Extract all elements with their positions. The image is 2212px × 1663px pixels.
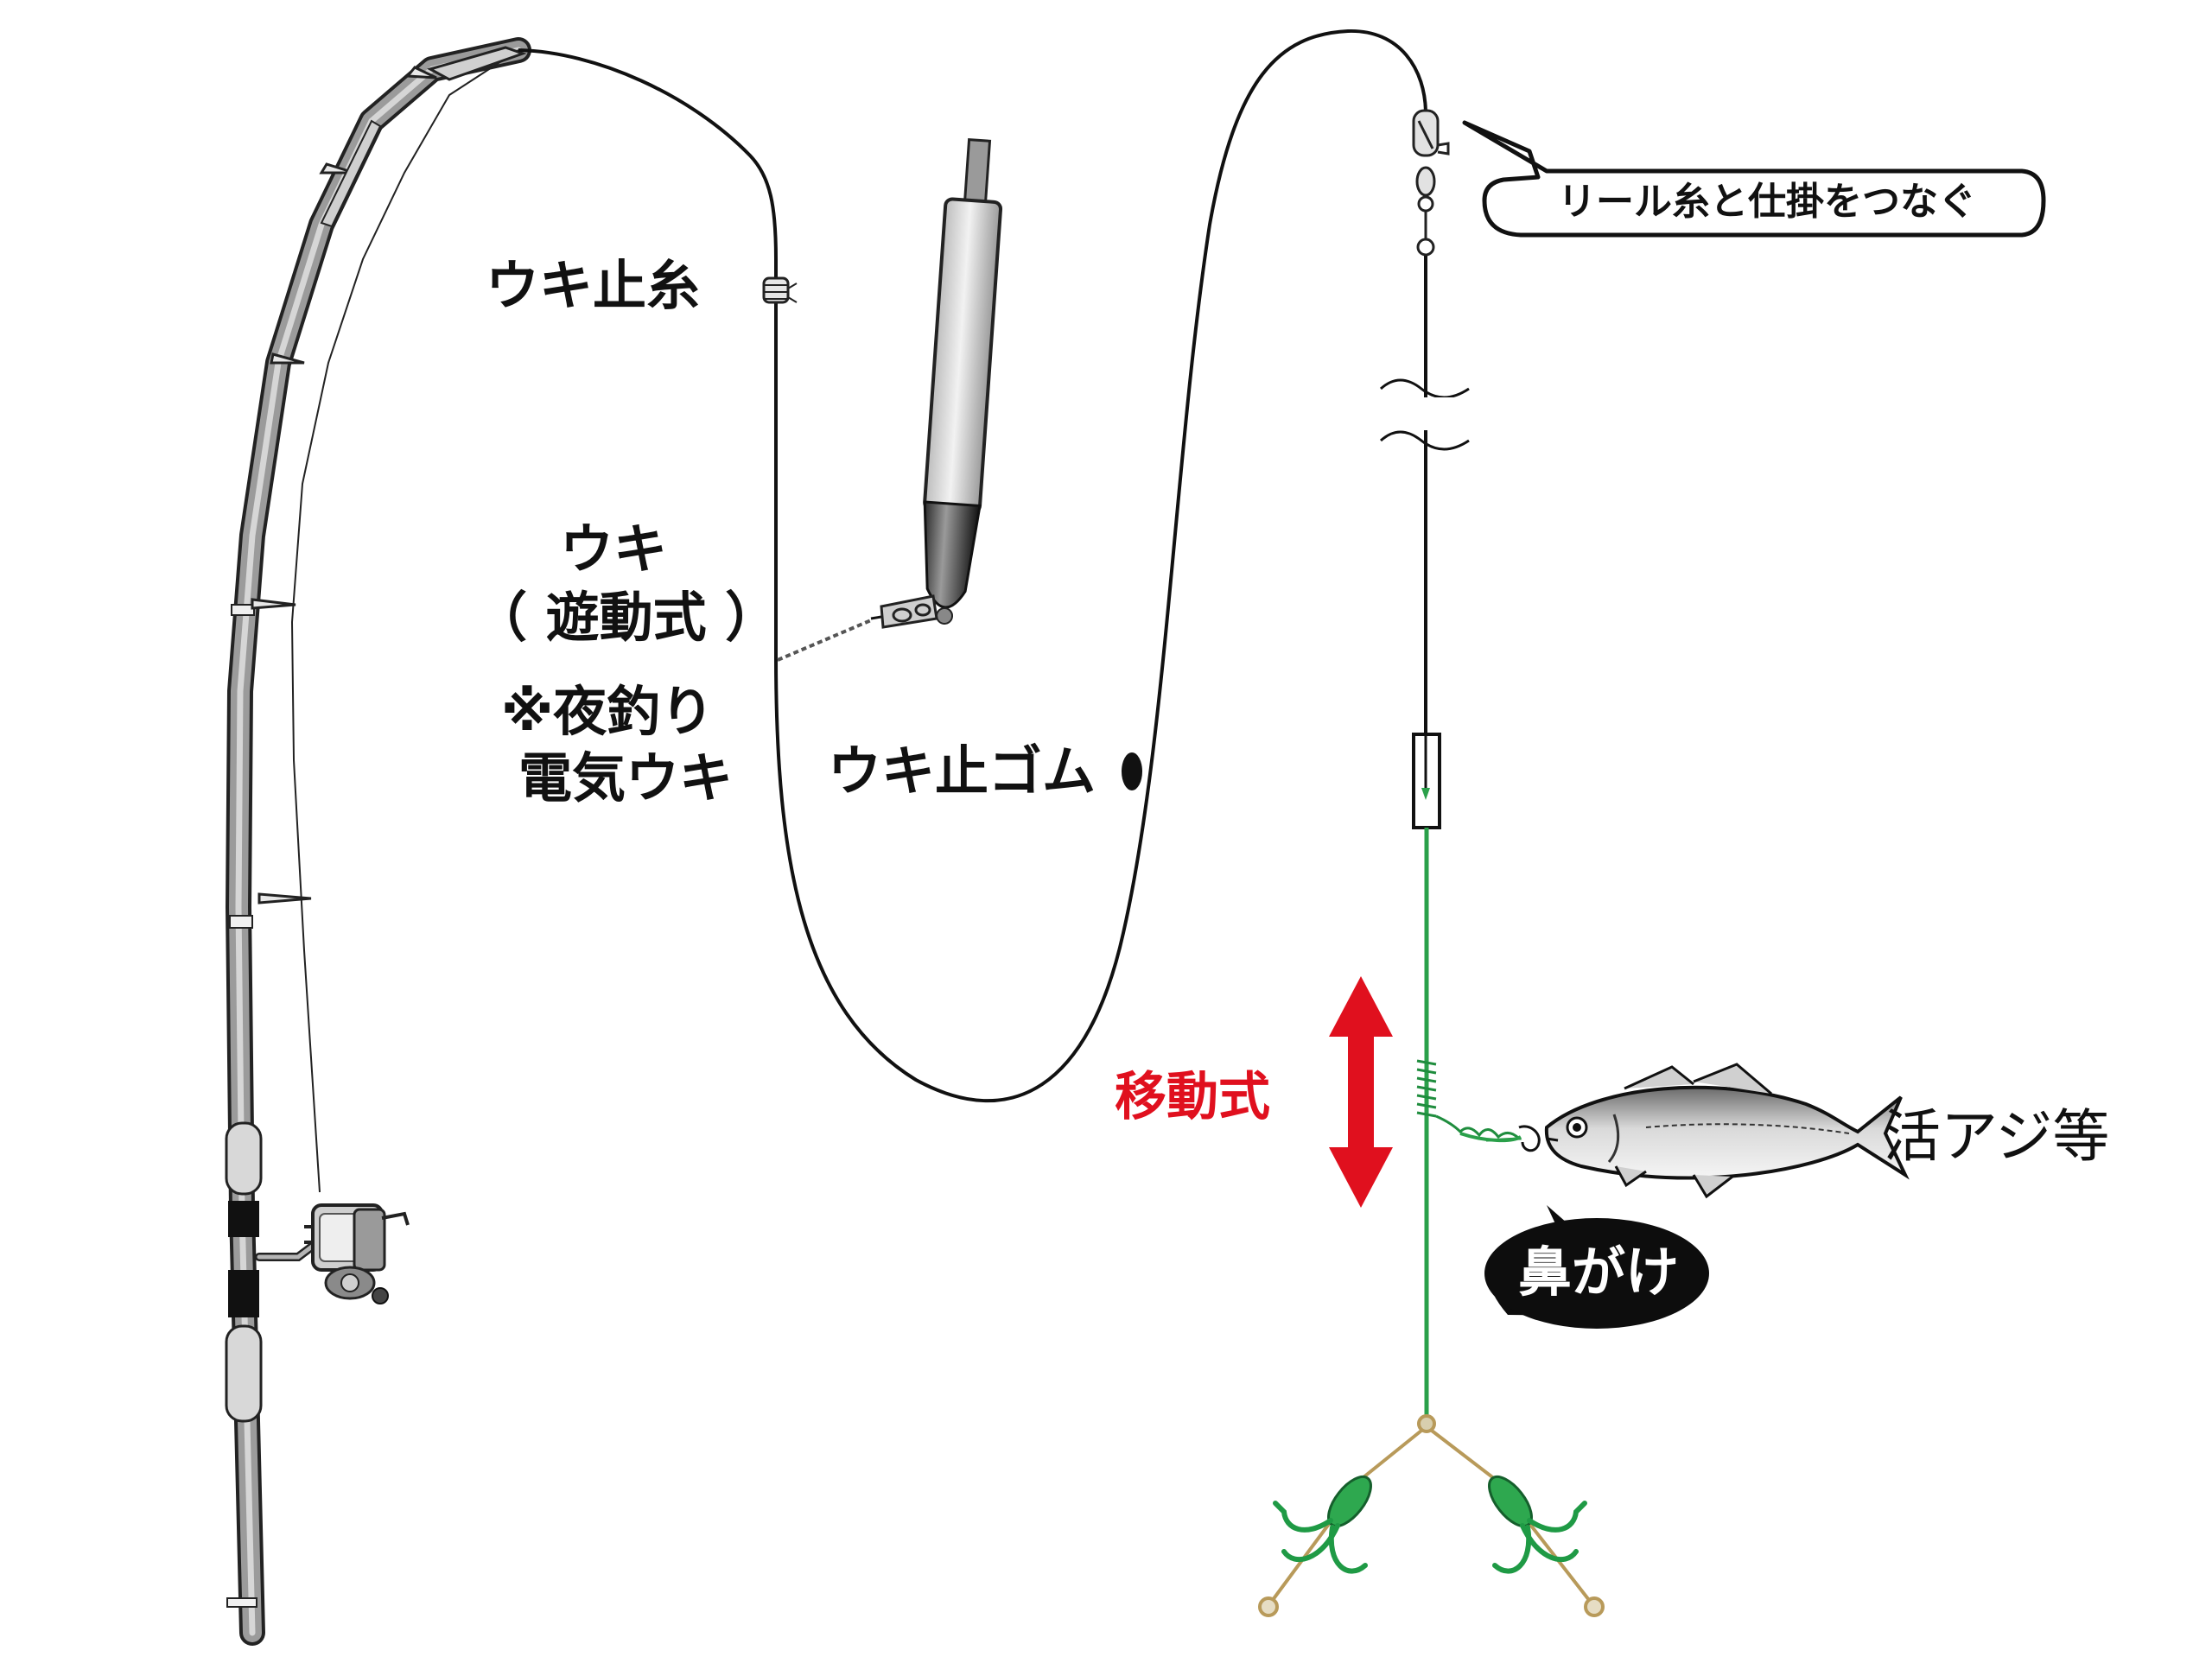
nose-hook-icon xyxy=(1518,1125,1541,1152)
break-mark-icon xyxy=(1379,378,1470,451)
label-night-note: ※夜釣り xyxy=(501,680,715,743)
treble-hook-icon xyxy=(1273,1475,1372,1574)
stopper-knot-icon xyxy=(762,276,798,304)
nose-hook-bubble xyxy=(1484,1205,1709,1329)
label-float-stopper-rubber: ウキ止ゴム xyxy=(828,739,1096,803)
float-icon xyxy=(923,138,1003,625)
horse-mackerel-icon xyxy=(1544,1063,1910,1199)
label-float: ウキ xyxy=(560,517,668,581)
coil-icon xyxy=(1416,1059,1522,1142)
label-bait: 活アジ等 xyxy=(1884,1103,2110,1170)
label-nose-hook: 鼻がけ xyxy=(1517,1241,1679,1304)
branch-icon xyxy=(1258,1414,1605,1617)
snap-swivel-icon xyxy=(1412,109,1450,257)
double-arrow-icon xyxy=(1329,976,1393,1208)
treble-hook-icon xyxy=(1488,1475,1587,1574)
label-float-type: （ 遊動式 ） xyxy=(474,586,779,649)
label-connector-note: リール糸と仕掛をつなぐ xyxy=(1558,180,1976,224)
label-electric-float: 電気ウキ xyxy=(518,746,734,809)
fishing-rod-icon xyxy=(225,37,531,1646)
label-float-stopper-thread: ウキ止糸 xyxy=(486,254,701,317)
spinning-reel-icon xyxy=(255,1203,410,1304)
stopper-rubber-icon xyxy=(1122,752,1142,790)
swivel-icon xyxy=(777,594,938,662)
label-movable: 移動式 xyxy=(1115,1067,1270,1127)
main-line xyxy=(518,29,1427,1103)
callout-bubble xyxy=(1462,120,2046,238)
